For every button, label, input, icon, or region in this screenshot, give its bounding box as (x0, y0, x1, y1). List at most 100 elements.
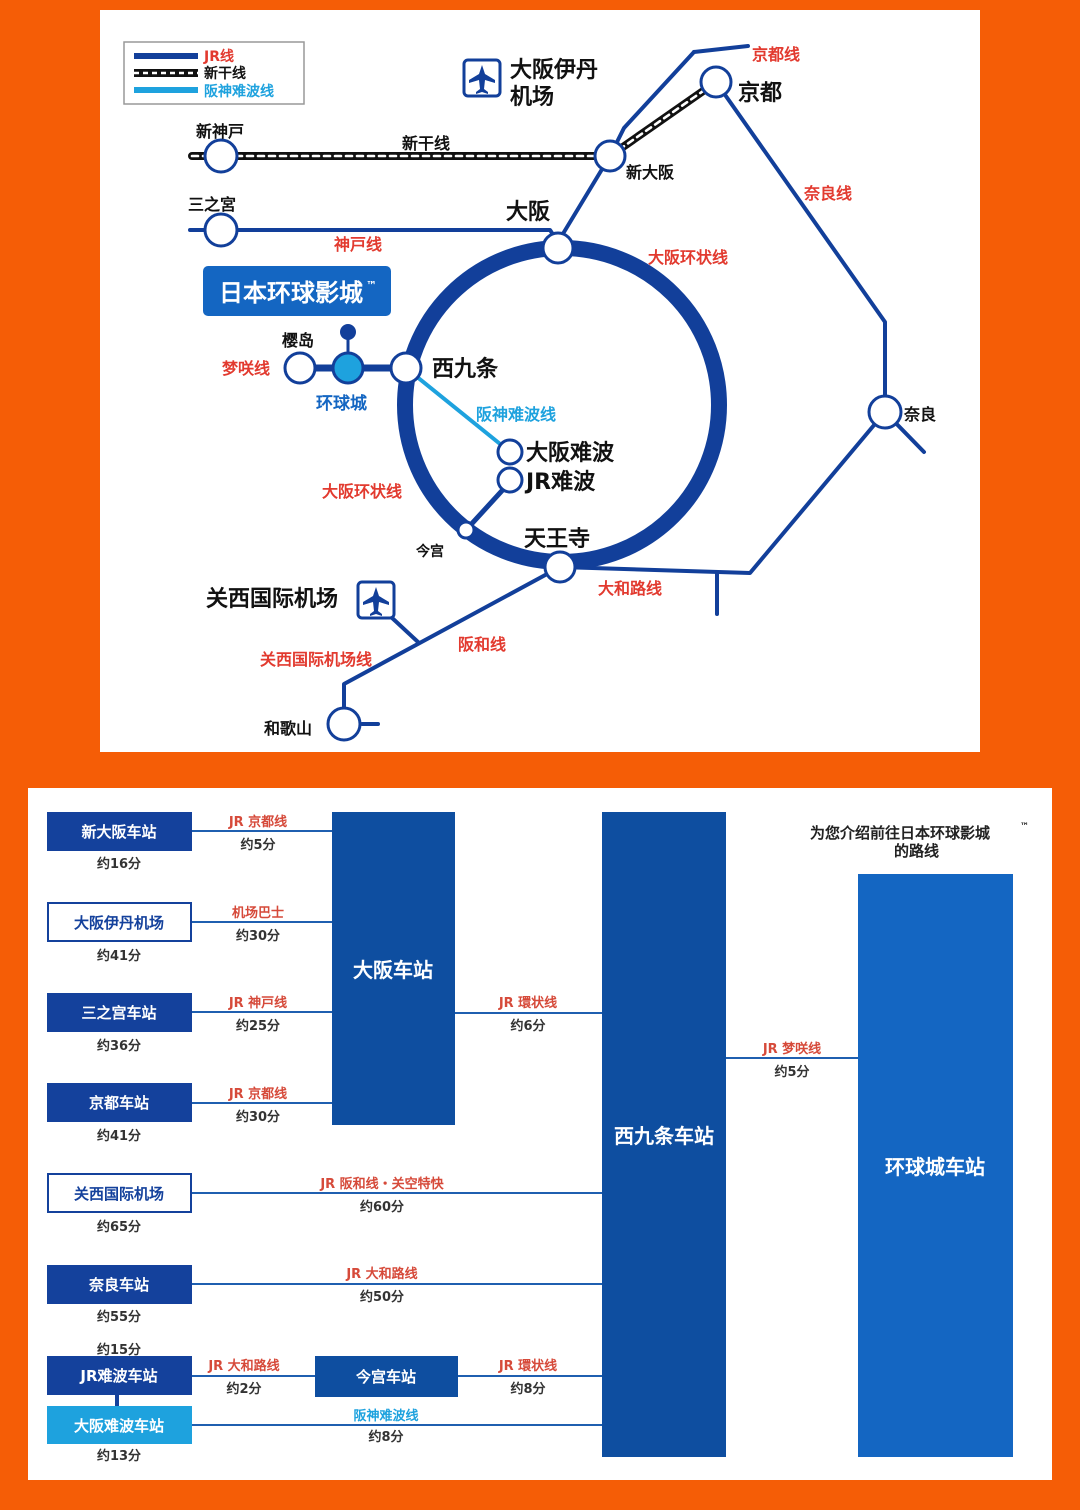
route-time: 约50分 (360, 1289, 404, 1305)
label-osaka: 大阪 (506, 200, 550, 225)
osaka-station-block[interactable] (332, 812, 455, 1125)
label-kansai-airport-line: 关西国际机场线 (260, 650, 372, 669)
usj-badge-label: 日本环球影城 (219, 279, 363, 307)
station-wakayama[interactable] (326, 706, 362, 742)
label-kobe-line: 神戸线 (334, 235, 382, 254)
origin-kansai-airport[interactable]: 关西国际机场 (47, 1173, 192, 1213)
origin-itami-airport[interactable]: 大阪伊丹机场 (47, 902, 192, 942)
label-sakurajima: 樱岛 (282, 331, 314, 350)
label-universal-city: 环球城 (316, 394, 367, 414)
route-time: 约30分 (236, 928, 280, 944)
route-time: 约2分 (226, 1381, 261, 1397)
kyoto-line-tail (692, 44, 750, 54)
label-imamiya: 今宫 (415, 543, 444, 560)
label-shinkansen-line: 新干线 (402, 134, 450, 153)
route-line-name: JR 大和路线 (345, 1266, 417, 1282)
origin-total-time: 约13分 (97, 1448, 141, 1464)
railway-map-panel: JR线 新干线 阪神难波线 (100, 10, 980, 752)
route-line-name: JR 阪和线・关空特快 (319, 1176, 444, 1192)
kansai-airport-line-path (388, 614, 420, 644)
origin-osaka-namba[interactable]: 大阪难波车站 (47, 1406, 192, 1444)
label-wakayama: 和歌山 (264, 719, 312, 738)
map-legend: JR线 新干线 阪神难波线 (123, 41, 305, 105)
label-jr-namba: JR难波 (524, 470, 596, 495)
intro-line-2: 的路线 (894, 842, 939, 860)
intro-line-1: 为您介绍前往日本环球影城 (810, 824, 990, 842)
route-line-name: JR 梦咲线 (762, 1041, 821, 1057)
origin-sannomiya[interactable]: 三之宫车站 (47, 993, 192, 1032)
route-connectors (192, 830, 858, 1426)
station-shin-osaka[interactable] (593, 139, 627, 173)
origin-total-time: 约55分 (97, 1309, 141, 1325)
origin-total-time: 约41分 (97, 948, 141, 964)
label-shin-kobe: 新神戸 (196, 122, 244, 141)
station-imamiya[interactable] (456, 520, 476, 540)
jr-yamatoji-line-path (558, 410, 887, 575)
station-shin-kobe[interactable] (203, 138, 239, 174)
itami-airport-icon (462, 58, 502, 98)
nishikujo-station-block[interactable] (602, 812, 726, 1457)
route-line-name: 机场巴士 (232, 905, 284, 921)
route-time: 约60分 (360, 1199, 404, 1215)
label-nara: 奈良 (903, 405, 936, 424)
station-nara[interactable] (867, 394, 903, 430)
origin-name: 大阪难波车站 (74, 1417, 164, 1435)
label-itami-2: 机场 (510, 85, 554, 110)
kansai-airport-icon (356, 580, 396, 620)
route-time: 约8分 (368, 1429, 403, 1445)
label-nishikujo: 西九条 (432, 356, 499, 382)
station-osaka-namba[interactable] (496, 438, 524, 466)
origin-name: 关西国际机场 (74, 1185, 164, 1203)
label-itami-1: 大阪伊丹 (510, 57, 598, 83)
origin-name: 京都车站 (89, 1094, 149, 1112)
station-nishikujo[interactable] (389, 351, 423, 385)
station-universal-city[interactable] (331, 351, 365, 385)
route-line-name: JR 京都线 (228, 814, 287, 830)
origin-shin-osaka[interactable]: 新大阪车站 (47, 812, 192, 851)
legend-shinkansen: 新干线 (204, 65, 246, 82)
origin-name: JR难波车站 (79, 1367, 157, 1385)
label-yumesaki-line: 梦咲线 (222, 359, 270, 378)
route-time: 约5分 (240, 837, 275, 853)
route-line-name: 阪神难波线 (353, 1408, 418, 1424)
label-shin-osaka: 新大阪 (626, 163, 675, 182)
stations (203, 65, 903, 742)
origin-name: 三之宫车站 (81, 1004, 156, 1022)
route-time: 约30分 (236, 1109, 280, 1125)
label-kansai-airport: 关西国际机场 (206, 587, 338, 612)
station-kyoto[interactable] (699, 65, 733, 99)
nishikujo-station-label: 西九条车站 (614, 1124, 714, 1148)
label-loop-line-2: 大阪环状线 (322, 482, 402, 501)
label-loop-line-1: 大阪环状线 (648, 248, 728, 267)
jr-namba-total-time: 约15分 (97, 1342, 141, 1358)
legend-jr: JR线 (203, 48, 234, 65)
route-time: 约6分 (510, 1018, 545, 1034)
station-tennoji[interactable] (543, 550, 577, 584)
origin-kyoto[interactable]: 京都车站 (47, 1083, 192, 1122)
usj-dot (340, 324, 356, 340)
station-osaka[interactable] (541, 231, 575, 265)
intro-tm: ™ (1020, 822, 1029, 832)
usj-badge[interactable]: 日本环球影城 ™ (203, 266, 391, 316)
origin-name: 新大阪车站 (81, 823, 156, 841)
osaka-station-label: 大阪车站 (353, 958, 433, 982)
origin-nara[interactable]: 奈良车站 (47, 1265, 192, 1304)
route-line-name: JR 環状线 (498, 995, 557, 1011)
usj-badge-tm: ™ (366, 279, 377, 292)
route-time: 约8分 (510, 1381, 545, 1397)
origin-name: 奈良车站 (88, 1276, 149, 1294)
universal-city-station-block[interactable] (858, 874, 1013, 1457)
label-hanshin-line: 阪神难波线 (476, 405, 556, 424)
station-jr-namba[interactable] (496, 466, 524, 494)
origin-total-time: 约36分 (97, 1038, 141, 1054)
jr-nara-line-path (714, 80, 926, 454)
legend-hanshin: 阪神难波线 (204, 83, 274, 100)
station-sakurajima[interactable] (283, 351, 317, 385)
origin-jr-namba[interactable]: JR难波车站 (47, 1356, 192, 1395)
origin-total-time: 约65分 (97, 1219, 141, 1235)
label-kyoto: 京都 (738, 80, 782, 106)
imamiya-station[interactable]: 今宫车站 (315, 1356, 458, 1397)
label-osaka-namba: 大阪难波 (526, 441, 615, 466)
route-diagram-panel: 大阪车站 西九条车站 环球城车站 为您介绍前往日本环球影城 ™ 的路线 新大阪车… (28, 788, 1052, 1480)
station-sannomiya[interactable] (203, 212, 239, 248)
